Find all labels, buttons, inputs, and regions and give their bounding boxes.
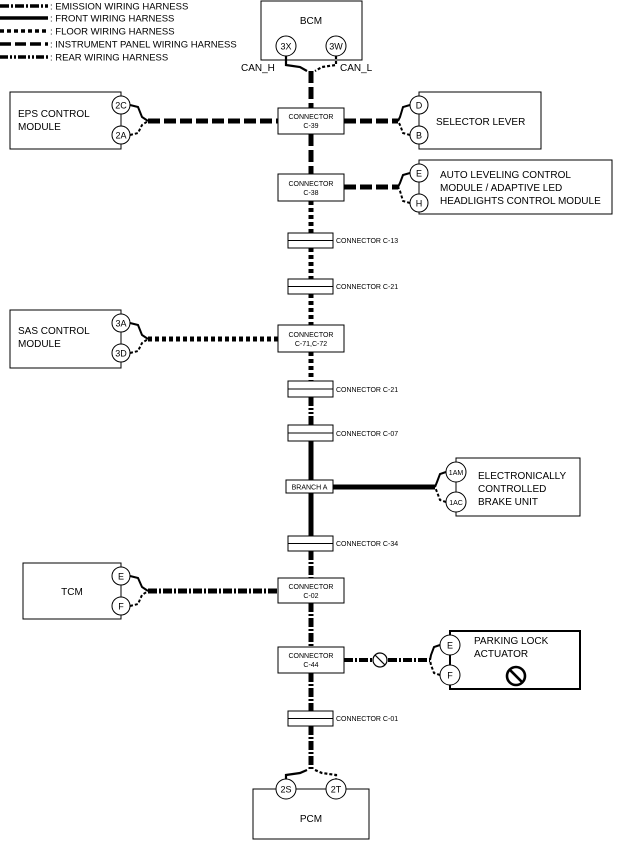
connector-c38[interactable]: CONNECTOR C-38 bbox=[277, 173, 345, 202]
c39-line2: C-39 bbox=[303, 123, 318, 130]
c02-line2: C-02 bbox=[303, 593, 318, 600]
parking-pin-bot: F bbox=[447, 671, 453, 681]
c38-line2: C-38 bbox=[303, 190, 318, 197]
c71-line1: CONNECTOR bbox=[289, 332, 334, 339]
parking-lock-actuator[interactable]: PARKING LOCK ACTUATOR E F bbox=[429, 630, 581, 690]
eps-pin-top: 2C bbox=[115, 101, 127, 111]
sas-control-module[interactable]: SAS CONTROL MODULE 3A 3D bbox=[9, 309, 149, 369]
connector-c21-lower[interactable]: CONNECTOR C-21 bbox=[287, 380, 398, 398]
selector-pin-bot: B bbox=[416, 131, 422, 141]
prohibition-icon bbox=[372, 652, 388, 668]
legend-floor: : FLOOR WIRING HARNESS bbox=[50, 27, 175, 38]
parking-line2: ACTUATOR bbox=[474, 649, 528, 660]
c02-line1: CONNECTOR bbox=[289, 584, 334, 591]
c44-line2: C-44 bbox=[303, 662, 318, 669]
c21a-label: CONNECTOR C-21 bbox=[336, 284, 398, 291]
c44-line1: CONNECTOR bbox=[289, 653, 334, 660]
auto-leveling-line1: AUTO LEVELING CONTROL bbox=[440, 170, 571, 181]
pcm-module[interactable]: 2S 2T PCM bbox=[252, 768, 370, 840]
tcm-pin-bot: F bbox=[118, 602, 124, 612]
tcm-module[interactable]: TCM E F bbox=[22, 562, 149, 620]
c01-label: CONNECTOR C-01 bbox=[336, 716, 398, 723]
legend: : EMISSION WIRING HARNESS : FRONT WIRING… bbox=[0, 2, 237, 64]
connector-c01[interactable]: CONNECTOR C-01 bbox=[287, 710, 398, 727]
legend-instrument: : INSTRUMENT PANEL WIRING HARNESS bbox=[50, 40, 237, 51]
c71-line2: C-71,C-72 bbox=[295, 341, 327, 348]
branch-a[interactable]: BRANCH A bbox=[285, 479, 334, 494]
eps-line2: MODULE bbox=[18, 122, 61, 133]
auto-leveling-pin-bot: H bbox=[416, 199, 423, 209]
auto-leveling-module[interactable]: AUTO LEVELING CONTROL MODULE / ADAPTIVE … bbox=[397, 159, 613, 215]
connector-c13[interactable]: CONNECTOR C-13 bbox=[287, 232, 398, 249]
parking-line1: PARKING LOCK bbox=[474, 636, 549, 647]
connector-c07[interactable]: CONNECTOR C-07 bbox=[287, 424, 398, 442]
sas-pin-top: 3A bbox=[115, 319, 126, 329]
c38-line1: CONNECTOR bbox=[289, 181, 334, 188]
brake-line1: ELECTRONICALLY bbox=[478, 471, 567, 482]
eps-control-module[interactable]: EPS CONTROL MODULE 2C 2A bbox=[9, 91, 149, 150]
legend-rear: : REAR WIRING HARNESS bbox=[50, 53, 168, 64]
pcm-pin-can-h: 2S bbox=[280, 785, 291, 795]
bcm-pin-can-h: 3X bbox=[280, 42, 291, 52]
connector-c02[interactable]: CONNECTOR C-02 bbox=[277, 577, 345, 604]
brake-line2: CONTROLLED bbox=[478, 484, 546, 495]
sas-line1: SAS CONTROL bbox=[18, 326, 90, 337]
connector-c21-upper[interactable]: CONNECTOR C-21 bbox=[287, 278, 398, 295]
sas-pin-bot: 3D bbox=[115, 349, 127, 359]
auto-leveling-pin-top: E bbox=[416, 169, 422, 179]
bcm-title: BCM bbox=[300, 16, 322, 27]
brake-line3: BRAKE UNIT bbox=[478, 497, 538, 508]
sas-line2: MODULE bbox=[18, 339, 61, 350]
brake-unit-module[interactable]: ELECTRONICALLY CONTROLLED BRAKE UNIT 1AM… bbox=[434, 457, 581, 517]
auto-leveling-line2: MODULE / ADAPTIVE LED bbox=[440, 183, 562, 194]
brake-pin-bot: 1AC bbox=[449, 500, 463, 507]
branch-a-label: BRANCH A bbox=[292, 485, 328, 492]
c21b-label: CONNECTOR C-21 bbox=[336, 387, 398, 394]
legend-front: : FRONT WIRING HARNESS bbox=[50, 14, 174, 25]
connector-c44[interactable]: CONNECTOR C-44 bbox=[277, 646, 345, 674]
legend-emission: : EMISSION WIRING HARNESS bbox=[50, 2, 188, 13]
c07-label: CONNECTOR C-07 bbox=[336, 431, 398, 438]
brake-pin-top: 1AM bbox=[449, 470, 464, 477]
eps-line1: EPS CONTROL bbox=[18, 109, 90, 120]
tcm-title: TCM bbox=[61, 587, 83, 598]
auto-leveling-line3: HEADLIGHTS CONTROL MODULE bbox=[440, 196, 601, 207]
selector-lever[interactable]: SELECTOR LEVER D B bbox=[397, 91, 542, 150]
tcm-pin-top: E bbox=[118, 572, 124, 582]
selector-pin-top: D bbox=[416, 101, 423, 111]
connector-c39[interactable]: CONNECTOR C-39 bbox=[277, 107, 345, 135]
c13-label: CONNECTOR C-13 bbox=[336, 238, 398, 245]
pcm-title: PCM bbox=[300, 814, 322, 825]
can-l-label: CAN_L bbox=[340, 63, 373, 74]
connector-c71-c72[interactable]: CONNECTOR C-71,C-72 bbox=[277, 324, 345, 353]
parking-pin-top: E bbox=[447, 641, 453, 651]
bcm-pin-can-l: 3W bbox=[329, 42, 343, 52]
can-h-label: CAN_H bbox=[241, 63, 275, 74]
selector-title: SELECTOR LEVER bbox=[436, 117, 525, 128]
eps-pin-bot: 2A bbox=[115, 131, 126, 141]
c34-label: CONNECTOR C-34 bbox=[336, 541, 398, 548]
bcm-module[interactable]: BCM 3X 3W CAN_H CAN_L bbox=[241, 0, 373, 74]
pcm-pin-can-l: 2T bbox=[331, 785, 342, 795]
connector-c34[interactable]: CONNECTOR C-34 bbox=[287, 535, 398, 552]
c39-line1: CONNECTOR bbox=[289, 114, 334, 121]
